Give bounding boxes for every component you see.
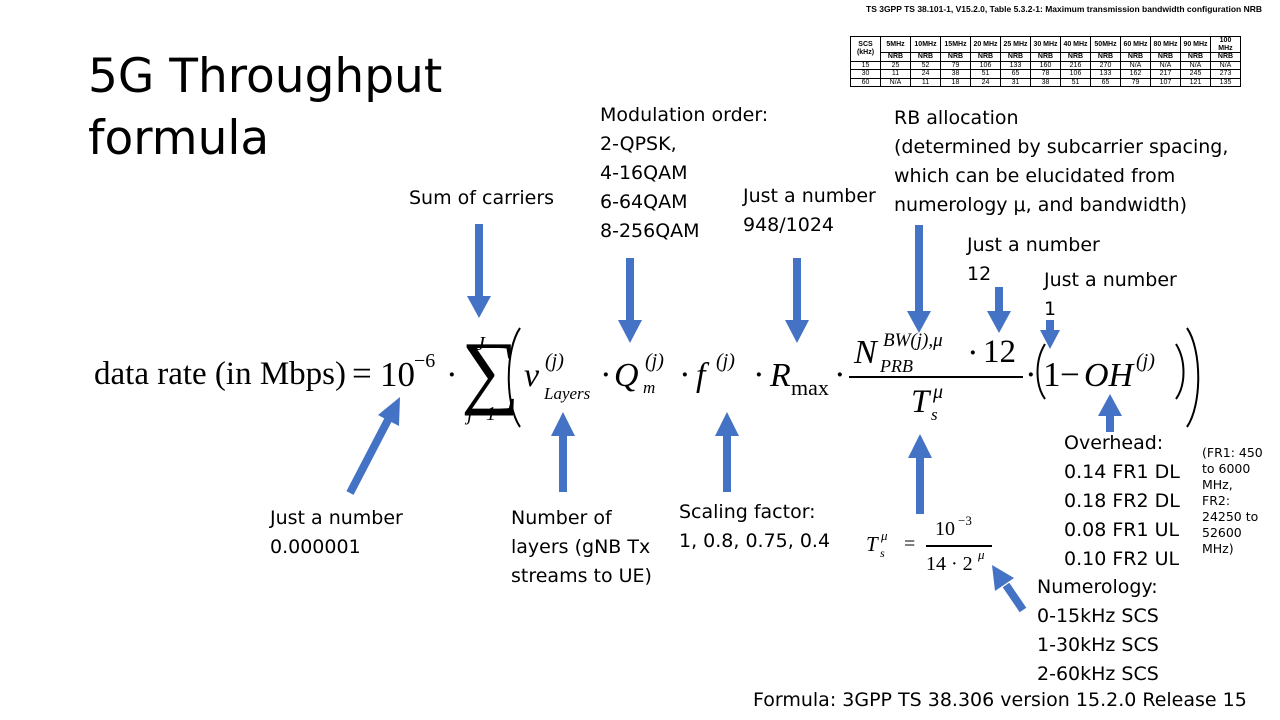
formula-t-superscript: μ (933, 381, 944, 403)
formula-q-superscript: (j) (645, 350, 664, 372)
arrow-scaling (715, 412, 739, 492)
formula-f-superscript: (j) (716, 350, 735, 372)
arrow-ten-power (346, 397, 400, 495)
arrow-rmax (785, 258, 809, 343)
left-big-paren (507, 327, 521, 428)
formula-dot: · (600, 355, 612, 394)
arrow-overhead (1098, 394, 1122, 432)
label-number-1: Just a number 1 (1044, 269, 1177, 320)
formula-equals: = (352, 354, 372, 393)
arrow-sum-of-carriers (467, 224, 491, 318)
arrow-ts (908, 434, 932, 514)
formula-v-subscript: Layers (544, 384, 591, 403)
arrow-layers (551, 412, 575, 492)
formula-dot: · (753, 355, 765, 394)
nrb-table: SCS (kHz) 5MHz 10MHz 15MHz 20 MHz 25 MHz… (850, 36, 1241, 87)
fraction-bar (849, 376, 1023, 378)
formula-q: Q (614, 357, 639, 394)
formula-v: v (524, 357, 540, 394)
label-modulation-order: Modulation order: 2-QPSK, 4-16QAM 6-64QA… (600, 104, 769, 242)
label-overhead: Overhead: 0.14 FR1 DL 0.18 FR2 DL 0.08 F… (1064, 432, 1180, 570)
formula-t: T (911, 384, 930, 420)
arrow-rb-allocation (907, 225, 931, 333)
formula-lhs: data rate (in Mbps) (94, 356, 346, 392)
table-cell: 135 (1210, 77, 1241, 87)
table-header-cell: 100 MHz (1210, 36, 1241, 53)
slide-title: 5G Throughput formula (88, 49, 443, 166)
formula-q-subscript: m (643, 378, 656, 397)
ts-t: T (866, 532, 878, 556)
label-number-12: Just a number 12 (967, 234, 1100, 285)
ts-equals: = (904, 533, 916, 555)
left-small-paren (1036, 343, 1046, 400)
formula-f: f (696, 357, 706, 394)
label-sum-of-carriers: Sum of carriers (409, 187, 555, 209)
label-numerology: Numerology: 0-15kHz SCS 1-30kHz SCS 2-60… (1037, 576, 1159, 685)
formula-dot: · (1025, 355, 1037, 394)
label-scaling-factor: Scaling factor: 1, 0.8, 0.75, 0.4 (679, 501, 831, 552)
formula-t-subscript: s (931, 405, 938, 424)
ts-numerator-exponent: −3 (958, 513, 972, 528)
table-header-cell: 50MHz (1090, 36, 1121, 53)
formula-dot: · (967, 333, 979, 372)
right-big-paren (1186, 327, 1200, 428)
sum-upper-limit: J (476, 333, 485, 355)
sum-lower-limit: j=1 (467, 403, 497, 425)
formula-r: R (770, 357, 791, 394)
formula-twelve: 12 (983, 334, 1016, 370)
formula-n-subscript: PRB (880, 356, 913, 376)
formula-n: N (854, 334, 877, 371)
label-source: Formula: 3GPP TS 38.306 version 15.2.0 R… (753, 689, 1247, 711)
right-small-paren (1175, 343, 1185, 400)
formula-oh: OH (1084, 357, 1134, 394)
table-caption: TS 3GPP TS 38.101-1, V15.2.0, Table 5.3.… (866, 4, 1262, 14)
label-ten-power: Just a number 0.000001 (270, 507, 403, 558)
formula-r-subscript: max (791, 375, 829, 400)
formula-v-superscript: (j) (545, 350, 564, 372)
table-row: 60 N/A 11 18 24 31 38 51 65 79 107 121 1… (850, 77, 1241, 87)
ts-denominator-exponent: μ (978, 547, 985, 562)
formula-one: 1 (1043, 355, 1061, 394)
table-header-cell: SCS (kHz) (850, 36, 881, 62)
arrow-twelve (987, 287, 1011, 333)
arrow-one (1040, 320, 1060, 349)
arrow-modulation (618, 258, 642, 343)
formula-n-superscript: BW(j),μ (883, 330, 943, 351)
table-header-row: SCS (kHz) 5MHz 10MHz 15MHz 20 MHz 25 MHz… (850, 36, 1241, 62)
table-subheader-row: NRB NRB NRB NRB NRB NRB NRB NRB NRB NRB … (851, 52, 1241, 62)
table-header-cell: 60 MHz (1120, 36, 1151, 53)
ts-fraction-bar (926, 545, 992, 547)
ts-t-superscript: μ (881, 528, 888, 543)
formula-dot: · (679, 355, 691, 394)
ts-denominator: 14 · 2 (926, 553, 973, 575)
label-rmax-number: Just a number 948/1024 (743, 185, 876, 236)
formula-dot: · (834, 355, 846, 394)
formula-ten: 10 (380, 355, 415, 394)
formula-ten-exponent: −6 (414, 350, 436, 372)
formula-oh-superscript: (j) (1136, 350, 1155, 372)
formula-dot: · (446, 355, 458, 394)
formula-minus: − (1060, 355, 1080, 394)
ts-t-subscript: s (880, 546, 885, 560)
label-number-of-layers: Number of layers (gNB Tx streams to UE) (511, 507, 652, 587)
arrow-numerology (992, 565, 1027, 613)
label-frequency-ranges: (FR1: 450 to 6000 MHz, FR2: 24250 to 526… (1202, 445, 1263, 556)
ts-numerator: 10 (935, 518, 955, 540)
label-rb-allocation: RB allocation (determined by subcarrier … (894, 107, 1229, 216)
